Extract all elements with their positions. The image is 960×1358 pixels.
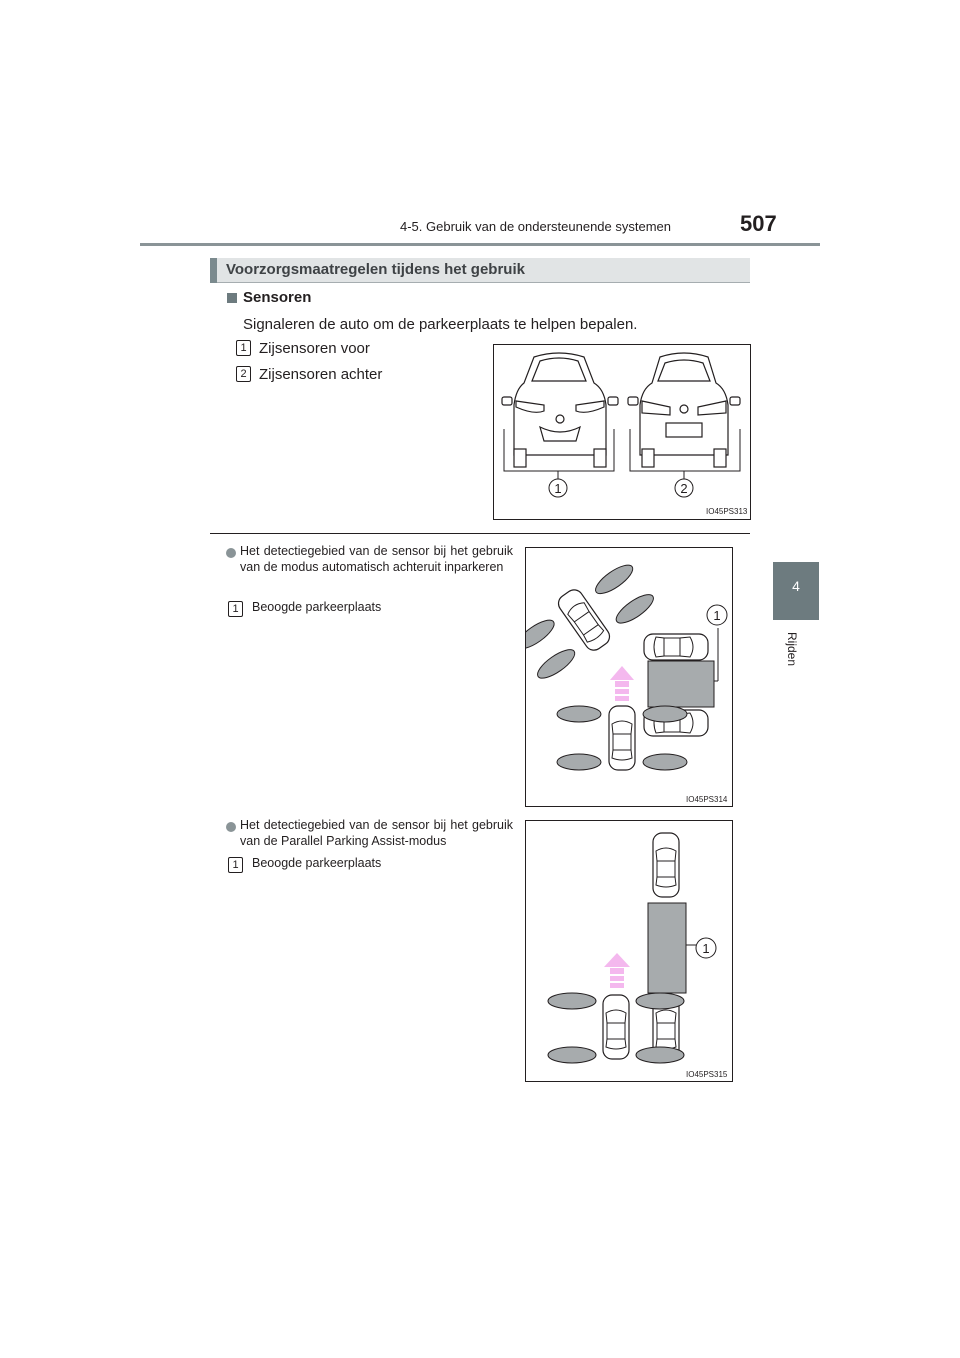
figure-code: IO45PS315 [686, 1070, 728, 1079]
figure-code: IO45PS314 [686, 795, 728, 804]
car-front-rear-illustration: 1 2 [501, 352, 741, 498]
item-label-target-space: Beoogde parkeerplaats [252, 600, 382, 614]
figure-callout: 2 [680, 481, 687, 496]
item-number-badge: 1 [228, 857, 243, 873]
bullet-dot-icon [226, 548, 236, 558]
section-title: Voorzorgsmaatregelen tijdens het gebruik [226, 261, 525, 278]
chapter-tab [773, 562, 819, 620]
reverse-parking-illustration: 1 [526, 559, 728, 771]
bullet-dot-icon [226, 822, 236, 832]
chapter-title: 4-5. Gebruik van de ondersteunende syste… [400, 219, 672, 234]
header-rule [140, 243, 820, 246]
figure-callout: 1 [713, 608, 720, 623]
item-number-badge: 2 [236, 366, 251, 382]
square-bullet-icon [227, 293, 237, 303]
item-number-badge: 1 [228, 601, 243, 617]
figure-callout: 1 [554, 481, 561, 496]
figure-reverse-parking: 1 IO45PS314 [525, 547, 733, 807]
figure-code: IO45PS313 [706, 507, 748, 516]
item-number-badge: 1 [236, 340, 251, 356]
parallel-parking-illustration: 1 [547, 832, 717, 1064]
section-title-accent [210, 258, 217, 283]
item-label-target-space: Beoogde parkeerplaats [252, 856, 382, 870]
page-number: 507 [740, 211, 777, 236]
figure-parallel-parking: 1 IO45PS315 [525, 820, 733, 1082]
bullet-paragraph: Het detectiegebied van de sensor bij het… [240, 544, 513, 574]
sensoren-heading: Sensoren [243, 289, 312, 306]
figure-sensor-positions: 1 2 IO45PS313 [493, 344, 751, 520]
sensoren-description: Signaleren de auto om de parkeerplaats t… [243, 316, 638, 333]
section-title-bar [210, 258, 750, 283]
figure-callout: 1 [702, 941, 709, 956]
chapter-tab-number: 4 [792, 578, 800, 594]
item-label-rear-sensors: Zijsensoren achter [259, 366, 383, 383]
item-label-front-sensors: Zijsensoren voor [259, 340, 370, 357]
chapter-tab-label: Rijden [785, 632, 799, 667]
bullet-paragraph: Het detectiegebied van de sensor bij het… [240, 818, 513, 848]
section-divider [210, 533, 750, 534]
